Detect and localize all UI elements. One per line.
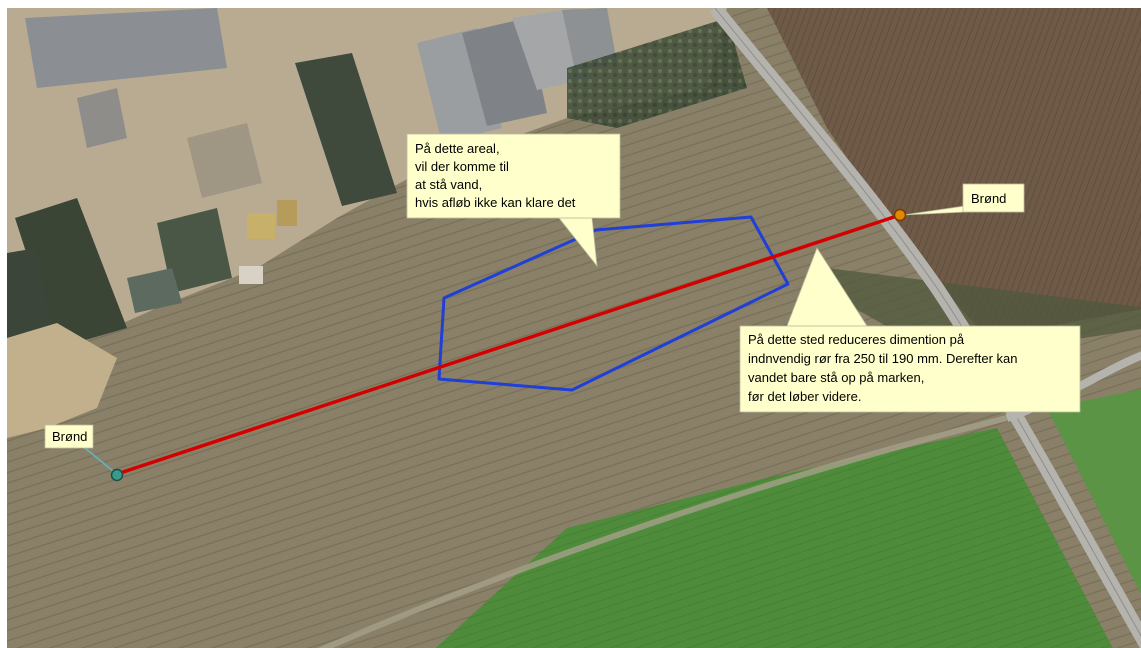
- callout-flood-area: På dette areal, vil der komme til at stå…: [406, 133, 621, 268]
- callout-pipe-line-4: før det løber videre.: [748, 389, 861, 404]
- callout-flood-line-3: at stå vand,: [415, 177, 482, 192]
- callout-pipe-line-1: På dette sted reduceres dimention på: [748, 332, 965, 347]
- callout-flood-line-2: vil der komme til: [415, 159, 509, 174]
- pipe-line[interactable]: [115, 213, 902, 476]
- callout-pipe-reduction: På dette sted reduceres dimention på ind…: [739, 247, 1081, 413]
- label-well-right-text: Brønd: [971, 191, 1006, 206]
- plowed-field-rows: [767, 8, 1141, 338]
- field-track: [317, 415, 1008, 648]
- label-well-right: Brønd: [962, 183, 1025, 213]
- label-well-left-text: Brønd: [52, 429, 87, 444]
- map-viewport[interactable]: På dette areal, vil der komme til at stå…: [7, 8, 1141, 648]
- well-left-leader: [84, 447, 114, 472]
- hedge-strip: [567, 18, 747, 128]
- well-marker-icon[interactable]: [893, 208, 907, 222]
- green-field-lower-rows: [435, 428, 1113, 648]
- sand-bank: [7, 323, 117, 438]
- well-marker-icon[interactable]: [110, 468, 124, 482]
- flood-area-polygon[interactable]: [437, 215, 790, 392]
- green-field-right: [1047, 389, 1141, 595]
- callout-flood-line-4: hvis afløb ikke kan klare det: [415, 195, 576, 210]
- road-edge: [714, 8, 1141, 637]
- map-canvas[interactable]: På dette areal, vil der komme til at stå…: [7, 8, 1141, 648]
- callout-pipe-line-2: indnvendig rør fra 250 til 190 mm. Deref…: [748, 351, 1018, 366]
- label-well-left: Brønd: [44, 424, 94, 449]
- callout-pipe-line-3: vandet bare stå op på marken,: [748, 370, 924, 385]
- callout-flood-line-1: På dette areal,: [415, 141, 500, 156]
